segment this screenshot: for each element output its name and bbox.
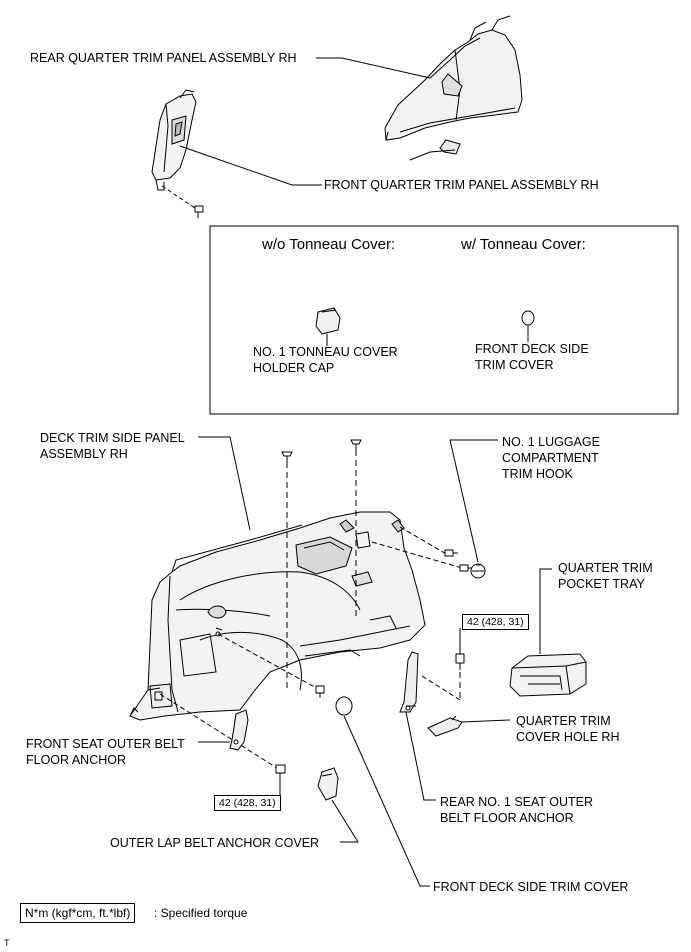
label-rear-seat-anchor-line1: REAR NO. 1 SEAT OUTER [440,795,594,809]
label-holder-cap-line2: HOLDER CAP [253,361,335,375]
torque-spec-right: 42 (428, 31) [462,614,529,630]
clip-lower-mid [315,685,325,698]
label-pocket-tray-line1: QUARTER TRIM [558,561,653,575]
label-front-deck-cover: FRONT DECK SIDE TRIM COVER [433,880,629,894]
front-seat-belt-floor-anchor [229,709,249,751]
label-luggage-hook-line1: NO. 1 LUGGAGE [502,435,600,449]
label-rear-quarter-trim-panel: REAR QUARTER TRIM PANEL ASSEMBLY RH [30,51,297,65]
label-cover-hole-line1: QUARTER TRIM [516,714,611,728]
label-holder-cap-line1: NO. 1 TONNEAU COVER [253,345,398,359]
front-quarter-trim-panel [151,89,197,191]
label-luggage-hook-line3: TRIM HOOK [502,467,573,481]
legend-unit-box: N*m (kgf*cm, ft.*lbf) [20,903,136,923]
bolt-bottom [275,764,286,795]
label-pocket-tray-line2: POCKET TRAY [558,577,645,591]
luggage-compartment-trim-hook [470,563,486,579]
label-front-seat-anchor-line1: FRONT SEAT OUTER BELT [26,737,185,751]
label-deck-cover-small-line1: FRONT DECK SIDE [475,342,589,356]
label-front-seat-anchor-line2: FLOOR ANCHOR [26,753,127,767]
tonneau-without-title: w/o Tonneau Cover: [262,236,396,253]
clip-right-upper [444,549,458,557]
label-luggage-hook-line2: COMPARTMENT [502,451,599,465]
torque-spec-bottom: 42 (428, 31) [214,795,281,811]
rear-quarter-trim-panel [384,15,523,161]
legend-description: : Specified torque [154,906,248,920]
outer-lap-belt-anchor-cover [317,767,339,801]
label-rear-seat-anchor-line2: BELT FLOOR ANCHOR [440,811,574,825]
clip-left-top [281,451,293,462]
bolt-right [455,653,465,670]
quarter-trim-cover-hole [427,715,463,737]
label-cover-hole-line2: COVER HOLE RH [516,730,620,744]
quarter-trim-pocket-tray [509,653,587,697]
clip-right-top [350,439,362,450]
corner-mark: T [4,938,10,948]
label-deck-cover-small-line2: TRIM COVER [475,358,554,372]
label-front-quarter-trim-panel: FRONT QUARTER TRIM PANEL ASSEMBLY RH [324,178,599,192]
tonneau-cover-inset-box [209,225,679,415]
front-deck-side-trim-cover [335,696,353,716]
label-deck-trim-line2: ASSEMBLY RH [40,447,128,461]
label-lap-belt-cover: OUTER LAP BELT ANCHOR COVER [110,836,320,850]
tonneau-cover-holder-cap [315,307,341,335]
rear-seat-belt-floor-anchor [399,651,419,713]
front-deck-side-trim-cover-small [521,310,535,326]
deck-trim-side-panel [129,511,426,721]
tonneau-with-title: w/ Tonneau Cover: [461,236,586,253]
clip-screw [194,205,204,218]
label-deck-trim-line1: DECK TRIM SIDE PANEL [40,431,185,445]
